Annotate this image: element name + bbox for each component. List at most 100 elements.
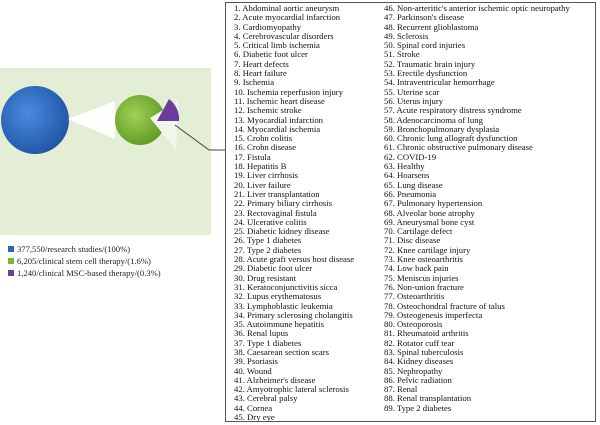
condition-item: 12. Ischemic stroke: [234, 105, 302, 116]
condition-item: 2. Acute myocardial infarction: [234, 12, 341, 23]
legend-label-msc: 1,240/clinical MSC-based therapy/(0.3%): [17, 268, 161, 278]
condition-item: 52. Traumatic brain injury: [384, 58, 476, 69]
condition-item: 71. Disc disease: [384, 235, 441, 246]
condition-item: 38. Caesarean section scars: [234, 346, 330, 357]
condition-item: 50. Spinal cord injuries: [384, 40, 466, 51]
condition-item: 62. COVID-19: [384, 151, 437, 162]
condition-item: 46. Non-arteritic's anterior ischemic op…: [384, 3, 570, 13]
condition-item: 76. Non-union fracture: [384, 281, 464, 292]
condition-item: 67. Pulmonary hypertension: [384, 198, 483, 209]
condition-item: 87. Renal: [384, 384, 418, 395]
clinical-stem-cell-circle: [115, 95, 165, 145]
condition-item: 53. Erectile dysfunction: [384, 68, 468, 79]
condition-item: 30. Drug resistant: [234, 272, 297, 283]
condition-item: 3. Cardiomyopathy: [234, 21, 302, 32]
condition-item: 25. Diabetic kidney disease: [234, 226, 330, 237]
condition-item: 44. Cornea: [234, 402, 273, 413]
condition-item: 23. Rectovaginal fistula: [234, 207, 317, 218]
callout-line: [174, 124, 225, 151]
condition-item: 29. Diabetic foot ulcer: [234, 263, 313, 274]
condition-item: 15. Crohn colitis: [234, 133, 293, 144]
condition-item: 83. Spinal tuberculosis: [384, 346, 464, 357]
condition-item: 41. Alzheimer's disease: [234, 374, 316, 385]
legend-item-research: 377,550/research studies/(100%): [8, 243, 161, 255]
condition-item: 58. Adenocarcinoma of lung: [384, 114, 483, 125]
condition-item: 73. Knee osteoarthritis: [384, 254, 463, 265]
condition-item: 82. Rotator cuff tear: [384, 337, 455, 348]
condition-item: 6. Diabetic foot ulcer: [234, 49, 308, 60]
condition-item: 61. Chronic obstructive pulmonary diseas…: [384, 142, 533, 153]
msc-therapy-slice: [157, 99, 180, 121]
condition-item: 21. Liver transplantation: [234, 188, 320, 199]
condition-item: 4. Cerebrovascular disorders: [234, 30, 334, 41]
condition-item: 64. Hoarsens: [384, 170, 430, 181]
condition-item: 81. Rheumatoid arthritis: [384, 328, 469, 339]
legend-swatch-clinical: [8, 258, 14, 264]
condition-item: 22. Primary biliary cirrhosis: [234, 198, 332, 209]
condition-item: 40. Wound: [234, 365, 272, 376]
condition-item: 11. Ischemic heart disease: [234, 95, 325, 106]
condition-item: 59. Bronchopulmonary dysplasia: [384, 123, 500, 134]
condition-item: 31. Keratoconjunctivitis sicca: [234, 281, 338, 292]
condition-item: 80. Osteoporosis: [384, 319, 443, 330]
condition-item: 33. Lymphoblastic leukemia: [234, 300, 333, 311]
condition-item: 19. Liver cirrhosis: [234, 170, 298, 181]
condition-item: 89. Type 2 diabetes: [384, 402, 452, 413]
condition-item: 18. Hepatitis B: [234, 161, 287, 172]
condition-item: 13. Myocardial infarction: [234, 114, 324, 125]
condition-item: 75. Meniscus injuries: [384, 272, 459, 283]
condition-item: 14. Myocardial ischemia: [234, 123, 321, 134]
condition-item: 20. Liver failure: [234, 179, 291, 190]
legend-swatch-msc: [8, 270, 14, 276]
condition-item: 49. Sclerosis: [384, 30, 429, 41]
condition-item: 26. Type 1 diabetes: [234, 235, 302, 246]
condition-item: 47. Parkinson's disease: [384, 12, 464, 23]
condition-item: 65. Lung disease: [384, 179, 443, 190]
condition-item: 77. Osteoarthritis: [384, 291, 445, 302]
condition-item: 79. Osteogenesis imperfecta: [384, 309, 483, 320]
conditions-column-2: 46. Non-arteritic's anterior ischemic op…: [384, 3, 570, 413]
condition-item: 51. Stroke: [384, 49, 420, 60]
condition-item: 63. Healthy: [384, 161, 425, 172]
research-studies-circle: [1, 86, 69, 154]
condition-item: 16. Crohn disease: [234, 142, 297, 153]
condition-item: 70. Cartilage defect: [384, 226, 453, 237]
condition-item: 24. Ulcerative colitis: [234, 216, 307, 227]
condition-item: 88. Renal transplantation: [384, 393, 472, 404]
condition-item: 72. Knee cartilage injury: [384, 244, 471, 255]
condition-item: 48. Recurrent glioblastoma: [384, 21, 479, 32]
condition-item: 34. Primary sclerosing cholangitis: [234, 309, 353, 320]
condition-item: 17. Fistula: [234, 151, 271, 162]
legend-item-msc: 1,240/clinical MSC-based therapy/(0.3%): [8, 267, 161, 279]
condition-item: 69. Aneurysmal bone cyst: [384, 216, 475, 227]
legend-swatch-research: [8, 246, 14, 252]
condition-item: 54. Intraventricular hemorrhage: [384, 77, 495, 88]
condition-item: 9. Ischemia: [234, 77, 275, 88]
legend-label-clinical: 6,205/clinical stem cell therapy/(1.6%): [17, 256, 151, 266]
condition-item: 1. Abdominal aortic aneurysm: [234, 3, 340, 13]
condition-item: 55. Uterine scar: [384, 86, 440, 97]
condition-item: 7. Heart defects: [234, 58, 289, 69]
condition-item: 57. Acute respiratory distress syndrome: [384, 105, 522, 116]
condition-item: 45. Dry eye: [234, 412, 275, 423]
condition-item: 28. Acute graft versus host disease: [234, 254, 355, 265]
legend-label-research: 377,550/research studies/(100%): [17, 244, 131, 254]
condition-item: 68. Alveolar bone atrophy: [384, 207, 475, 218]
condition-item: 36. Renal lupus: [234, 328, 289, 339]
condition-item: 84. Kidney diseases: [384, 356, 454, 367]
condition-item: 56. Uterus injury: [384, 95, 444, 106]
legend-item-clinical: 6,205/clinical stem cell therapy/(1.6%): [8, 255, 161, 267]
condition-item: 37. Type 1 diabetes: [234, 337, 302, 348]
condition-item: 8. Heart failure: [234, 68, 287, 79]
condition-item: 74. Low back pain: [384, 263, 449, 274]
condition-item: 86. Pelvic radiation: [384, 374, 452, 385]
condition-item: 85. Nephropathy: [384, 365, 443, 376]
condition-item: 27. Type 2 diabetes: [234, 244, 302, 255]
condition-item: 78. Osteochondral fracture of talus: [384, 300, 505, 311]
condition-item: 5. Critical limb ischemia: [234, 40, 320, 51]
condition-item: 39. Psoriasis: [234, 356, 278, 367]
blue-to-green-connector: [68, 101, 115, 139]
